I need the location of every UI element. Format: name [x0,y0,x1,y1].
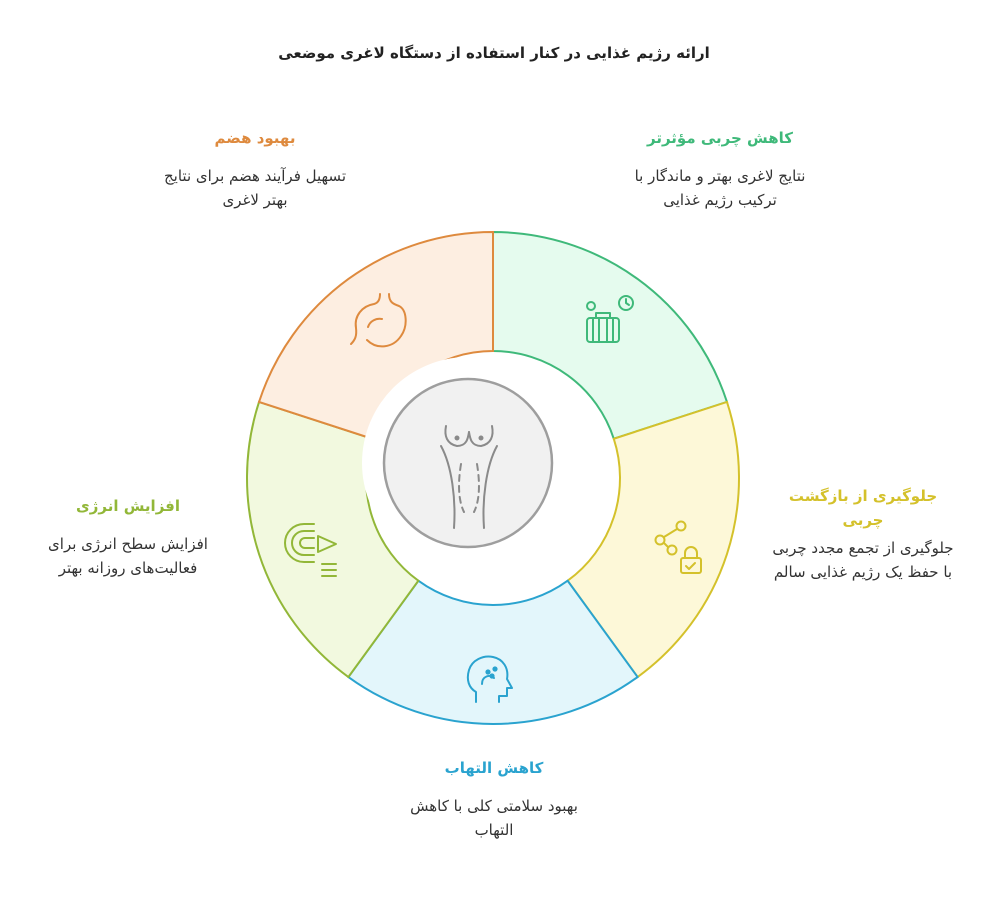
luggage-clock-icon [586,295,634,343]
callout-inflammation: کاهش التهاب بهبود سلامتی کلی با کاهش الت… [394,756,594,842]
heading-digestion: بهبود هضم [214,129,296,147]
segment-fat-reduction [492,230,729,441]
segment-inflammation [347,579,639,725]
heading-inflammation: کاهش التهاب [444,759,544,777]
segment-energy [246,400,420,679]
callout-fat-reduction: کاهش چربی مؤثرتر نتایج لاغری بهتر و ماند… [620,126,820,212]
stomach-icon [350,293,407,348]
text-energy: افزایش سطح انرژی برای فعالیت‌های روزانه … [48,535,208,577]
torso-icon [440,425,498,529]
page-title: ارائه رژیم غذایی در کنار استفاده از دستگ… [278,44,710,62]
callout-digestion: بهبود هضم تسهیل فرآیند هضم برای نتایج به… [160,126,350,212]
callout-fat-regain: جلوگیری از بازگشت چربی جلوگیری از تجمع م… [768,484,958,584]
heading-fat-reduction: کاهش چربی مؤثرتر [647,129,793,147]
text-digestion: تسهیل فرآیند هضم برای نتایج بهتر لاغری [163,167,346,209]
heading-energy: افزایش انرژی [76,497,180,515]
center-circle [382,377,554,549]
energy-play-icon [284,523,337,577]
segment-fat-regain [566,400,740,679]
callout-energy: افزایش انرژی افزایش سطح انرژی برای فعالی… [28,494,228,580]
text-inflammation: بهبود سلامتی کلی با کاهش التهاب [410,797,578,839]
text-fat-regain: جلوگیری از تجمع مجدد چربی با حفظ یک رژیم… [772,539,954,581]
share-lock-icon [654,520,702,574]
text-fat-reduction: نتایج لاغری بهتر و ماندگار با ترکیب رژیم… [634,167,806,209]
head-inflammation-icon [466,655,513,703]
heading-fat-regain: جلوگیری از بازگشت چربی [788,487,938,529]
